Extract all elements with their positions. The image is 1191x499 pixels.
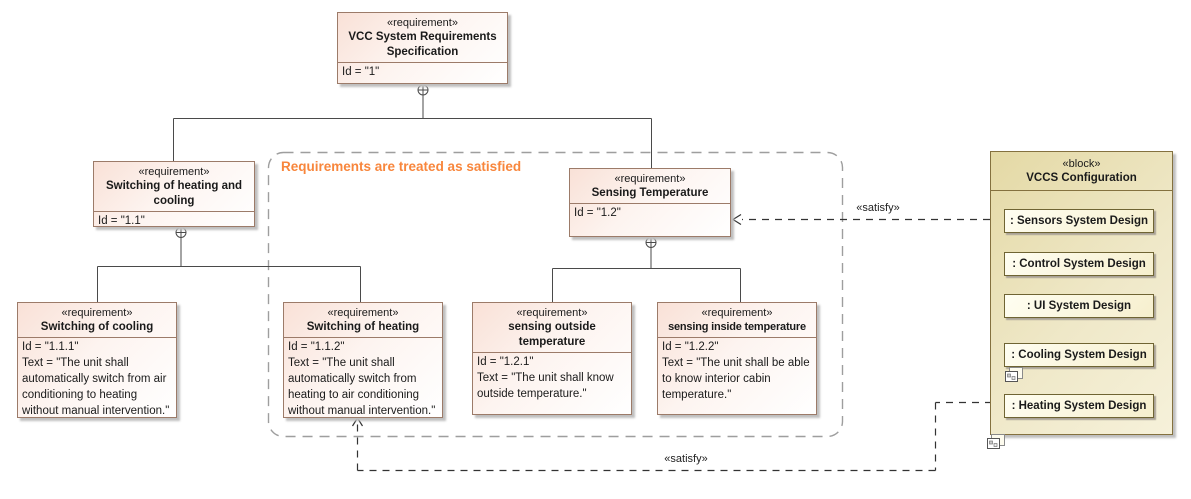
requirement-id: Id = "1" <box>342 66 380 78</box>
internal-diagram-icon[interactable] <box>986 433 1006 450</box>
requirement-header: «requirement» VCC System Requirements Sp… <box>338 13 507 63</box>
requirement-id: Id = "1.2.2" <box>662 341 719 353</box>
requirement-header: «requirement» Sensing Temperature <box>570 169 730 204</box>
requirement-box-switching-of-cooling[interactable]: «requirement» Switching of cooling Id = … <box>17 302 177 418</box>
requirement-name: Switching of heating and cooling <box>105 180 243 207</box>
part-sensors-system-design[interactable]: : Sensors System Design <box>1004 209 1154 233</box>
note-requirements-satisfied: Requirements are treated as satisfied <box>281 159 522 174</box>
requirement-header: «requirement» Switching of heating <box>284 303 442 338</box>
requirement-text: Text = "The unit shall be able to know i… <box>662 357 810 401</box>
requirement-name: sensing outside temperature <box>508 321 596 348</box>
requirement-header: «requirement» sensing outside temperatur… <box>473 303 631 353</box>
requirement-text: Text = "The unit shall automatically swi… <box>22 357 170 417</box>
open-arrowhead-icon <box>731 213 742 226</box>
requirement-properties: Id = "1.2.1" Text = "The unit shall know… <box>473 353 631 404</box>
requirement-box-switching-of-heating[interactable]: «requirement» Switching of heating Id = … <box>283 302 443 418</box>
requirement-header: «requirement» sensing inside temperature <box>658 303 816 338</box>
stereotype-label: «requirement» <box>138 166 210 178</box>
block-vccs-configuration[interactable]: «block» VCCS Configuration : Sensors Sys… <box>990 151 1173 435</box>
requirement-id: Id = "1.1.1" <box>22 341 79 353</box>
requirement-name: Switching of cooling <box>40 321 154 333</box>
satisfy-label-bottom: «satisfy» <box>664 453 708 465</box>
satisfy-edge-heating[interactable] <box>351 401 1006 472</box>
requirement-name: Sensing Temperature <box>591 187 709 199</box>
requirement-properties: Id = "1.2" <box>570 204 730 223</box>
internal-diagram-icon[interactable] <box>1004 366 1024 383</box>
stereotype-label: «requirement» <box>387 17 458 29</box>
block-name: VCCS Configuration <box>1026 172 1137 184</box>
stereotype-label: «requirement» <box>327 307 399 319</box>
requirement-box-sensing-outside-temperature[interactable]: «requirement» sensing outside temperatur… <box>472 302 632 415</box>
requirement-text: Text = "The unit shall automatically swi… <box>288 357 436 417</box>
note-container-dashed-border <box>267 151 844 438</box>
stereotype-label: «requirement» <box>701 307 773 319</box>
requirement-properties: Id = "1.1" <box>94 212 254 231</box>
requirement-box-sensing-temperature[interactable]: «requirement» Sensing Temperature Id = "… <box>569 168 731 237</box>
requirement-properties: Id = "1.1.1" Text = "The unit shall auto… <box>18 338 176 421</box>
requirement-id: Id = "1.1.2" <box>288 341 345 353</box>
requirement-name: Switching of heating <box>306 321 420 333</box>
requirement-name: sensing inside temperature <box>668 321 806 333</box>
requirement-text: Text = "The unit shall know outside temp… <box>477 372 614 400</box>
requirement-properties: Id = "1.2.2" Text = "The unit shall be a… <box>658 338 816 405</box>
requirement-id: Id = "1.2.1" <box>477 356 534 368</box>
containment-tree-sensing[interactable] <box>552 247 741 303</box>
stereotype-label: «requirement» <box>516 307 588 319</box>
block-header: «block» VCCS Configuration <box>991 152 1172 191</box>
part-heating-system-design[interactable]: : Heating System Design <box>1004 394 1154 418</box>
requirement-properties: Id = "1.1.2" Text = "The unit shall auto… <box>284 338 442 421</box>
requirement-id: Id = "1.2" <box>574 207 621 219</box>
part-control-system-design[interactable]: : Control System Design <box>1004 252 1154 276</box>
requirement-box-sensing-inside-temperature[interactable]: «requirement» sensing inside temperature… <box>657 302 817 415</box>
stereotype-label: «requirement» <box>61 307 133 319</box>
open-arrowhead-icon <box>351 416 364 427</box>
composite-aggregation-icon <box>645 237 657 248</box>
requirement-id: Id = "1.1" <box>98 215 145 227</box>
requirement-box-switching-heating-cooling[interactable]: «requirement» Switching of heating and c… <box>93 161 255 227</box>
composite-aggregation-icon <box>417 84 429 96</box>
stereotype-label: «requirement» <box>614 173 686 185</box>
requirement-name: VCC System Requirements Specification <box>348 31 497 58</box>
stereotype-label: «block» <box>1062 158 1101 170</box>
requirement-header: «requirement» Switching of heating and c… <box>94 162 254 212</box>
satisfy-label-top: «satisfy» <box>856 202 900 214</box>
containment-tree-root[interactable] <box>173 95 652 169</box>
part-ui-system-design[interactable]: : UI System Design <box>1004 294 1154 318</box>
containment-tree-heating-cooling[interactable] <box>97 237 361 303</box>
requirement-properties: Id = "1" <box>338 63 507 82</box>
part-cooling-system-design[interactable]: : Cooling System Design <box>1004 343 1154 367</box>
satisfy-edge-sensors[interactable] <box>731 213 1003 226</box>
requirement-header: «requirement» Switching of cooling <box>18 303 176 338</box>
composite-aggregation-icon <box>175 227 187 238</box>
requirement-box-vcc-system-spec[interactable]: «requirement» VCC System Requirements Sp… <box>337 12 508 84</box>
